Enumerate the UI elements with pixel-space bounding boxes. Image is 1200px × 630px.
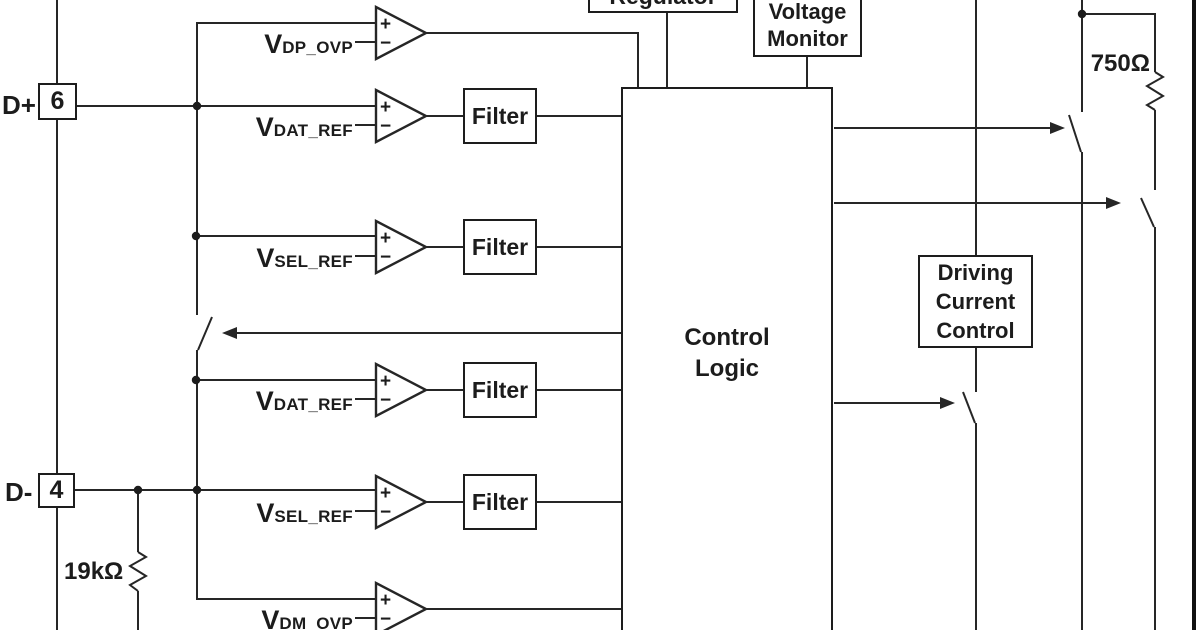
resistor-label-750: 750Ω bbox=[1090, 50, 1150, 77]
switch-input-bus bbox=[197, 316, 213, 351]
control-arrow-pullup-right bbox=[834, 197, 1121, 209]
comparator-label-vdm-ovp: VDM_OVP bbox=[261, 605, 353, 630]
plus-icon: + bbox=[380, 483, 391, 504]
pin-label-dplus: D+ bbox=[2, 90, 36, 120]
junction-dots bbox=[133, 9, 1087, 495]
plus-icon: + bbox=[380, 590, 391, 611]
control-arrow-input-switch bbox=[222, 327, 621, 339]
control-arrow-driving-current bbox=[834, 397, 955, 409]
filter-block-4: Filter bbox=[463, 474, 537, 530]
plus-icon: + bbox=[380, 97, 391, 118]
pin-box-dplus: 6 bbox=[38, 83, 77, 120]
switch-driving-current bbox=[962, 391, 976, 424]
switch-pullup-left bbox=[1068, 114, 1082, 153]
filter-block-2: Filter bbox=[463, 219, 537, 275]
pin-box-dminus: 4 bbox=[38, 473, 75, 508]
comparator-label-vsel-ref2: VSEL_REF bbox=[256, 498, 353, 528]
switch-pullup-right bbox=[1140, 197, 1155, 228]
comparator-symbols: + − + − + − + − + − + − bbox=[374, 5, 429, 630]
plus-icon: + bbox=[380, 14, 391, 35]
voltage-monitor-block: Voltage Monitor bbox=[753, 0, 862, 57]
minus-icon: − bbox=[380, 390, 391, 411]
comparator-label-vsel-ref1: VSEL_REF bbox=[256, 243, 353, 273]
filter-block-1: Filter bbox=[463, 88, 537, 144]
resistor-label-19k: 19kΩ bbox=[64, 558, 124, 585]
minus-icon: − bbox=[380, 33, 391, 54]
minus-icon: − bbox=[380, 116, 391, 137]
filter-block-3: Filter bbox=[463, 362, 537, 418]
comparator-label-vdp-ovp: VDP_OVP bbox=[264, 29, 353, 59]
comparator-input-bus bbox=[196, 22, 377, 600]
comparator-label-vdat-ref2: VDAT_REF bbox=[255, 386, 353, 416]
pin-label-dminus: D- bbox=[5, 477, 33, 507]
regulator-block: Regulator bbox=[588, 0, 738, 13]
comparator-label-vdat-ref1: VDAT_REF bbox=[255, 112, 353, 142]
comparator-output-nets bbox=[425, 32, 639, 610]
driving-current-control-block: Driving Current Control bbox=[918, 255, 1033, 348]
minus-icon: − bbox=[380, 502, 391, 523]
plus-icon: + bbox=[380, 371, 391, 392]
plus-icon: + bbox=[380, 228, 391, 249]
minus-icon: − bbox=[380, 609, 391, 630]
control-arrow-pullup-left bbox=[834, 122, 1065, 134]
pulldown-19k-net bbox=[128, 490, 148, 630]
minus-icon: − bbox=[380, 247, 391, 268]
control-logic-block: Control Logic bbox=[621, 87, 833, 630]
pullup-750-net bbox=[1082, 13, 1165, 630]
comparator-ref-stubs bbox=[355, 41, 377, 619]
